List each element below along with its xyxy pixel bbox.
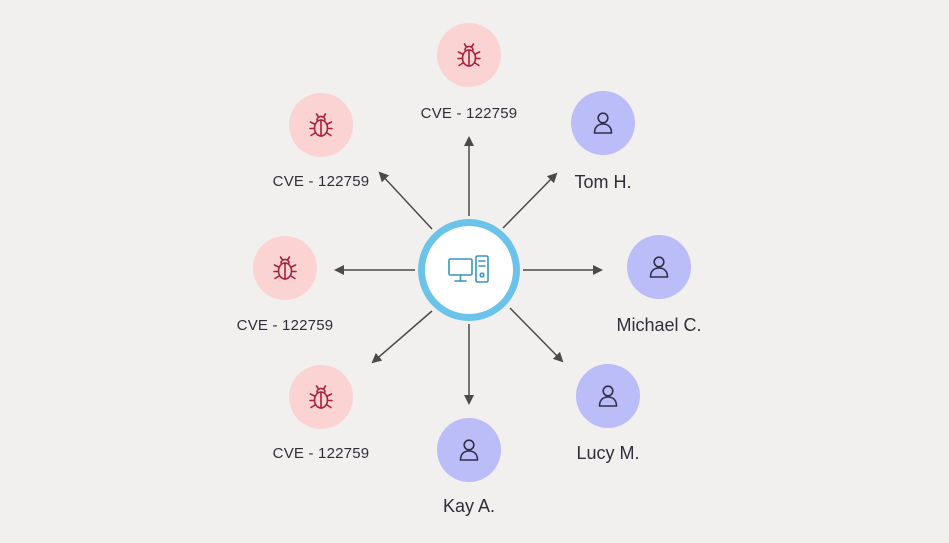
edge-arrow-cve-upper-left [378, 171, 433, 230]
user-icon [649, 256, 669, 278]
edge-arrow-user-tom [502, 172, 558, 229]
user-icon [459, 439, 479, 461]
center-disc [425, 226, 513, 314]
user-icon [593, 112, 613, 134]
node-user-tom [571, 91, 635, 155]
desktop-computer-icon [448, 255, 489, 283]
cve-label: CVE - 122759 [272, 445, 370, 462]
cve-label: CVE - 122759 [420, 105, 518, 122]
node-cve-top [437, 23, 501, 87]
user-icon [598, 385, 618, 407]
edges [334, 136, 603, 405]
user-name-label: Tom H. [574, 172, 632, 192]
user-name-label: Lucy M. [576, 443, 640, 463]
node-user-lucy [576, 364, 640, 428]
node-user-kay [437, 418, 501, 482]
node-cve-lower-left [289, 365, 353, 429]
user-name-label: Kay A. [442, 496, 496, 516]
cve-label: CVE - 122759 [236, 317, 334, 334]
node-cve-upper-left [289, 93, 353, 157]
nodes [253, 23, 691, 482]
bug-icon [309, 113, 333, 137]
bug-icon [309, 385, 333, 409]
edge-arrow-user-lucy [509, 307, 564, 363]
node-user-michael [627, 235, 691, 299]
cve-label: CVE - 122759 [272, 173, 370, 190]
node-cve-left [253, 236, 317, 300]
bug-icon [273, 256, 297, 280]
edge-arrow-cve-lower-left [371, 310, 433, 364]
bug-icon [457, 43, 481, 67]
user-name-label: Michael C. [616, 315, 702, 335]
center-node-computer [418, 219, 520, 321]
